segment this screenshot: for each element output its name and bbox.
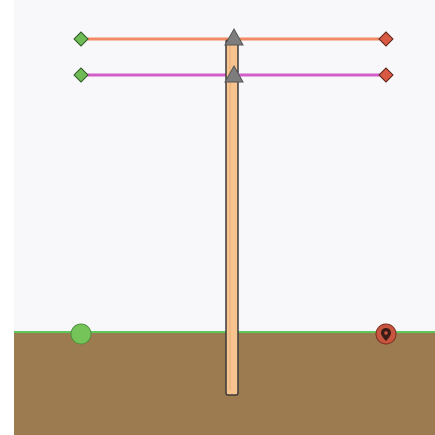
circle-marker-icon[interactable]	[70, 323, 92, 345]
triangle-icon[interactable]	[224, 27, 244, 46]
diamond-icon[interactable]	[73, 31, 89, 47]
diamond-icon[interactable]	[378, 67, 394, 83]
ground-area	[14, 332, 435, 435]
sky-area	[14, 0, 435, 332]
diamond-icon[interactable]	[73, 67, 89, 83]
utility-pole[interactable]	[225, 39, 239, 396]
triangle-icon[interactable]	[224, 64, 244, 83]
left-margin	[0, 0, 14, 435]
location-pin-icon[interactable]	[375, 323, 397, 345]
diamond-icon[interactable]	[378, 31, 394, 47]
